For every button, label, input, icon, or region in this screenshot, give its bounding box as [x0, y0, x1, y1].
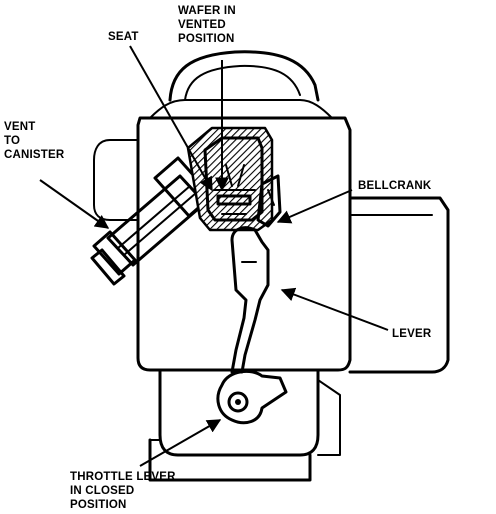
vent-valve-housing	[186, 126, 274, 232]
seat-leader	[129, 45, 213, 192]
lever-label: LEVER	[392, 328, 432, 340]
carburetor-body	[93, 50, 450, 482]
seat-label: SEAT	[108, 31, 139, 43]
throttle-label: THROTTLE LEVER IN CLOSED POSITION	[70, 471, 179, 511]
throttle-lever	[216, 369, 288, 425]
vent-label: VENT TO CANISTER	[4, 121, 65, 161]
bellcrank	[256, 174, 282, 228]
lever-leader	[280, 287, 389, 331]
bellcrank-leader	[276, 189, 353, 224]
lever	[230, 226, 270, 374]
bellcrank-label: BELLCRANK	[358, 180, 432, 192]
vent-leader	[39, 179, 110, 229]
leaders	[39, 45, 389, 467]
throttle-leader	[139, 419, 222, 467]
wafer-label: WAFER IN VENTED POSITION	[178, 5, 239, 45]
